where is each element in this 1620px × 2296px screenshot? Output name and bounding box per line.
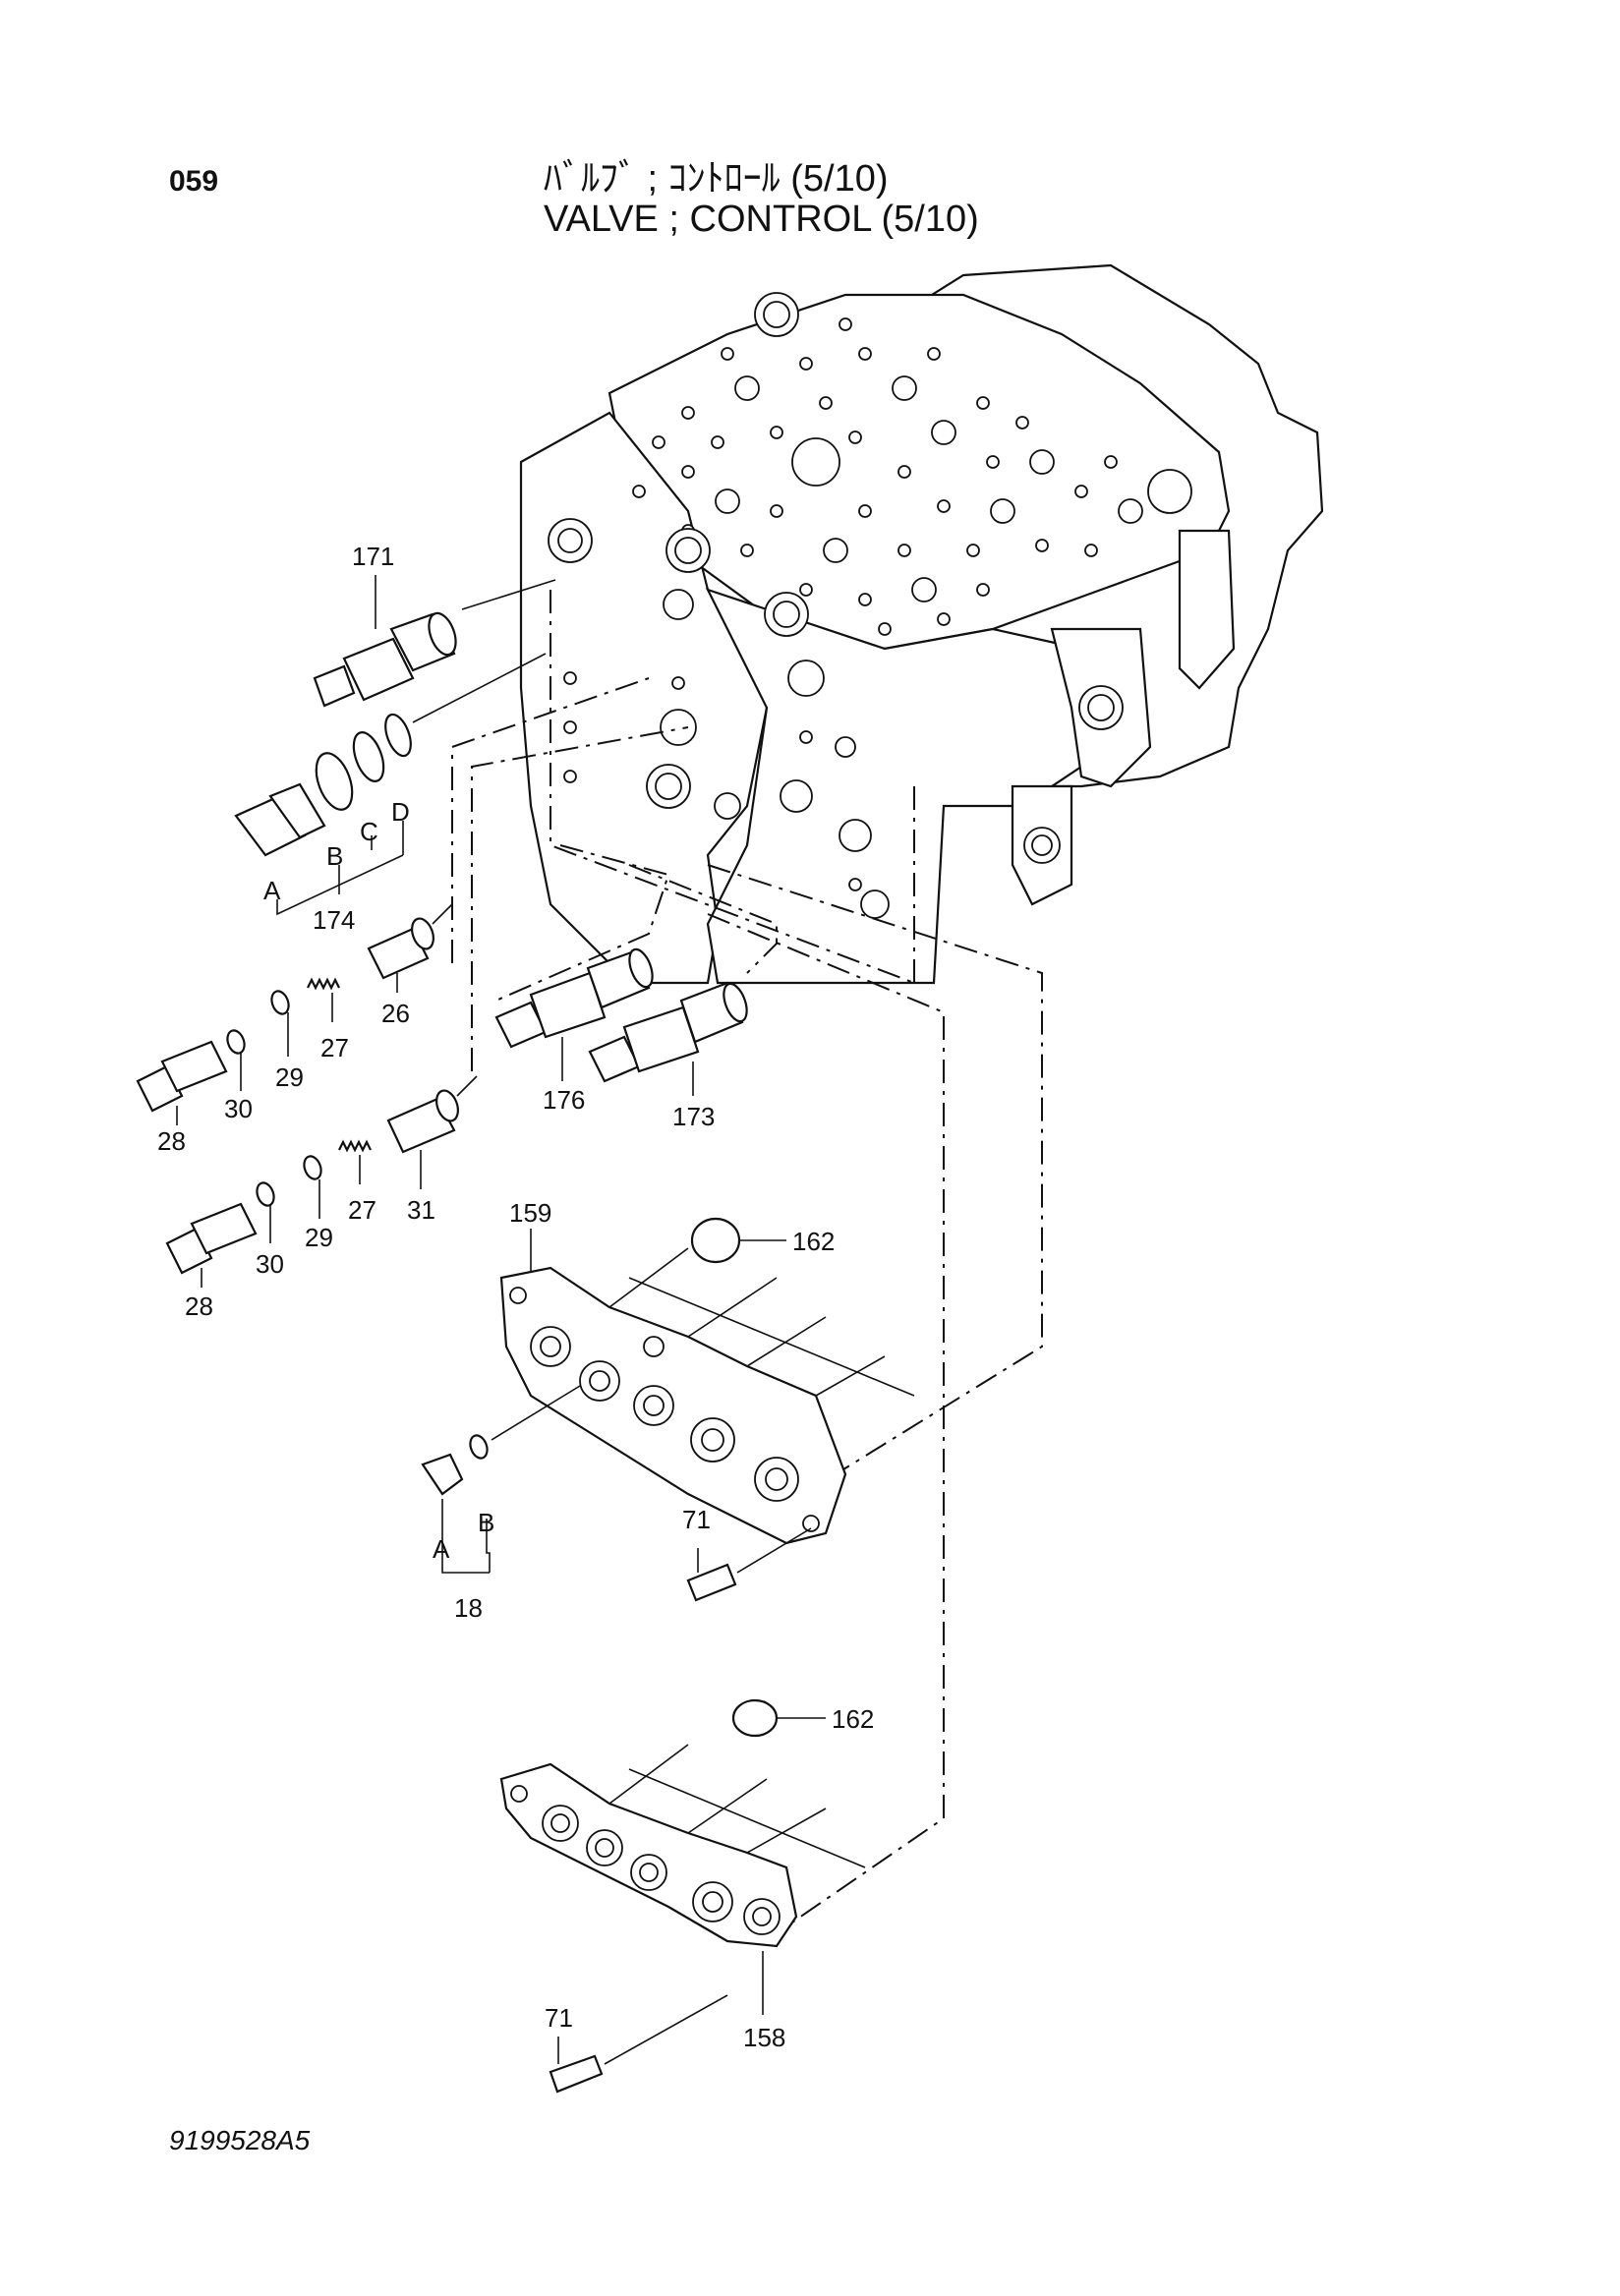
part-29-o-ring-lower	[303, 1155, 322, 1180]
part-28-plug	[136, 1040, 228, 1113]
valve-ports	[632, 292, 1192, 636]
callout-30-upper: 30	[224, 1094, 253, 1123]
part-71-bolt-lower	[549, 1994, 728, 2094]
callout-28-lower: 28	[185, 1292, 213, 1321]
part-174-plug-assembly	[234, 653, 547, 857]
flow-lines	[451, 677, 1043, 1927]
control-valve-body	[519, 263, 1324, 985]
callout-29-lower: 29	[305, 1223, 333, 1252]
part-176-cartridge-valve	[494, 947, 654, 1049]
callout-71-lower: 71	[545, 2003, 573, 2033]
part-26-spool	[367, 903, 453, 980]
callout-31: 31	[407, 1195, 435, 1225]
callout-174-a: A	[263, 876, 281, 905]
callout-171: 171	[352, 542, 394, 571]
part-27-spring-lower	[338, 1139, 372, 1153]
callout-176: 176	[543, 1085, 585, 1115]
callout-158: 158	[743, 2023, 785, 2052]
part-159-manifold	[499, 1247, 915, 1545]
part-71-bolt-upper	[686, 1527, 812, 1602]
callout-173: 173	[672, 1102, 715, 1131]
part-30-o-ring	[226, 1029, 246, 1055]
callout-18: 18	[454, 1593, 483, 1623]
title-japanese: ﾊﾞﾙﾌﾞ ; ｺﾝﾄﾛｰﾙ (5/10)	[544, 158, 889, 200]
callout-159: 159	[509, 1198, 551, 1228]
callout-labels: 171 174 A B C D 26 27 29 30 28 176 173 3…	[157, 542, 874, 2052]
callout-174-c: C	[360, 817, 378, 846]
part-173-cartridge-valve	[588, 981, 748, 1083]
callout-162-lower: 162	[832, 1704, 874, 1734]
callout-174-b: B	[326, 841, 343, 871]
part-158-manifold	[499, 1744, 866, 1948]
callout-18-b: B	[478, 1508, 494, 1537]
callout-174-d: D	[391, 797, 410, 827]
callout-28-upper: 28	[157, 1126, 186, 1156]
part-162-o-ring-upper	[690, 1217, 786, 1264]
drawing-number: 9199528A5	[169, 2125, 311, 2155]
page-number: 059	[169, 165, 219, 198]
callout-30-lower: 30	[256, 1249, 284, 1279]
part-27-spring	[307, 977, 340, 991]
part-31-spool	[386, 1075, 478, 1154]
callout-26: 26	[381, 999, 410, 1028]
callout-29-upper: 29	[275, 1062, 304, 1092]
part-29-o-ring	[270, 990, 290, 1015]
callout-71-upper: 71	[682, 1505, 711, 1534]
callout-27-lower: 27	[348, 1195, 376, 1225]
title-english: VALVE ; CONTROL (5/10)	[544, 199, 979, 240]
part-28-plug-lower	[165, 1202, 258, 1275]
leader-lines	[176, 575, 764, 2064]
part-162-o-ring-lower	[731, 1698, 826, 1738]
callout-27-upper: 27	[320, 1033, 349, 1062]
part-171-relief-valve	[313, 579, 556, 708]
part-18-plug-upper	[421, 1385, 581, 1496]
callout-162-upper: 162	[792, 1227, 835, 1256]
callout-174: 174	[313, 905, 355, 935]
part-30-o-ring-lower	[256, 1181, 275, 1207]
callout-18-a: A	[433, 1534, 450, 1564]
